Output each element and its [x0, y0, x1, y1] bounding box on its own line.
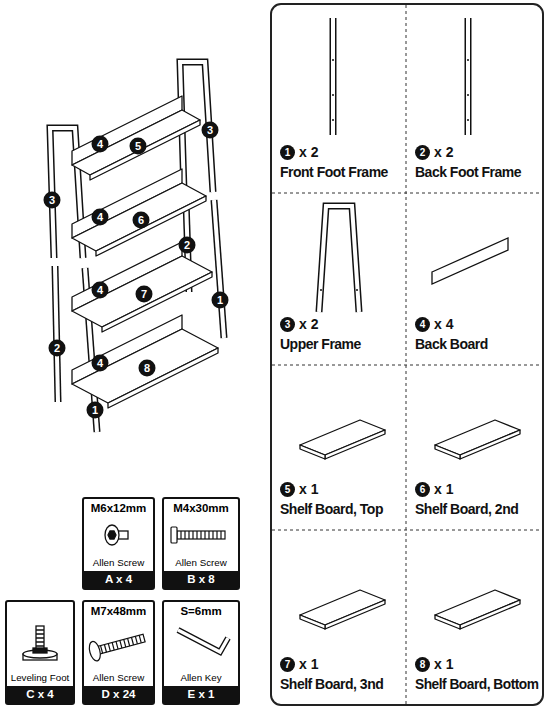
callout-number: 8 — [139, 360, 156, 377]
shelf-board-parts — [300, 420, 520, 629]
part-name: Front Foot Frame — [280, 164, 388, 180]
quantity: x 2 — [299, 316, 318, 332]
frame-fill — [50, 18, 468, 432]
allen-key-fill — [178, 630, 228, 652]
part-cell: 6 x 1 Shelf Board, 2nd — [406, 365, 543, 530]
quantity: x 1 — [434, 481, 453, 497]
quantity: x 4 — [434, 316, 453, 332]
callout-number: 3 — [202, 122, 219, 139]
part-name-row: Back Foot Frame — [415, 163, 540, 181]
callout-number: 2 — [179, 237, 196, 254]
part-name: Shelf Board, 2nd — [415, 501, 518, 517]
part-name-row: Shelf Board, Top — [280, 500, 403, 518]
part-name: Shelf Board, Bottom — [415, 677, 538, 692]
part-name: Upper Frame — [280, 336, 361, 352]
part-cell: 1 x 2 Front Foot Frame — [271, 4, 406, 193]
callout-number: 7 — [136, 286, 153, 303]
part-number: 4 — [415, 317, 430, 332]
quantity-line: 6 x 1 — [415, 481, 540, 497]
part-cell: 2 x 2 Back Foot Frame — [406, 4, 543, 193]
part-number: 5 — [280, 482, 295, 497]
shelf-drawing — [72, 96, 218, 408]
part-name-row: Shelf Board, Bottom — [415, 675, 540, 693]
part-name-row: Shelf Board, 3nd — [280, 675, 403, 693]
quantity-line: 4 x 4 — [415, 316, 540, 332]
part-name: Back Board — [415, 336, 488, 352]
icon-space — [84, 514, 153, 557]
quantity-line: 7 x 1 — [280, 656, 403, 672]
hardware-name: Leveling Foot — [7, 672, 73, 683]
part-name-row: Front Foot Frame — [280, 163, 403, 181]
hardware-size: M4x30mm — [164, 499, 238, 514]
hardware-box: Leveling Foot C x 4 — [5, 600, 75, 705]
callout-number: 1 — [87, 402, 104, 419]
callout-number: 6 — [133, 212, 150, 229]
icon-space — [7, 602, 73, 672]
part-cell: 7 x 1 Shelf Board, 3nd — [271, 530, 406, 705]
quantity: x 1 — [434, 656, 453, 672]
back-board-part — [432, 238, 508, 284]
leveling-foot-icon — [23, 626, 57, 660]
part-number: 1 — [280, 145, 295, 160]
part-name-row: Shelf Board, 2nd — [415, 500, 540, 518]
panel-dividers — [272, 5, 542, 704]
part-name-row: Upper Frame — [280, 335, 403, 353]
quantity: x 1 — [299, 481, 318, 497]
hardware-box: S=6mmAllen Key E x 1 — [162, 600, 240, 705]
hardware-box: M6x12mmAllen Screw A x 4 — [82, 497, 155, 590]
callout-number: 3 — [44, 192, 61, 209]
allen-key-icon — [178, 630, 228, 652]
quantity-line: 1 x 2 — [280, 144, 403, 160]
part-name: Shelf Board, Top — [280, 501, 383, 517]
parts-panel — [271, 4, 543, 705]
callout-number: 4 — [92, 355, 109, 372]
callout-number: 4 — [92, 136, 109, 153]
icon-space — [164, 617, 238, 672]
screw-a-icon — [105, 525, 128, 545]
icon-space — [164, 514, 238, 557]
callout-number: 2 — [49, 340, 66, 357]
hardware-size: M7x48mm — [84, 602, 153, 617]
hardware-quantity: D x 24 — [84, 686, 153, 703]
part-cell: 8 x 1 Shelf Board, Bottom — [406, 530, 543, 705]
screw-b-icon — [171, 527, 225, 543]
hardware-box: M4x30mmAllen Screw B x 8 — [162, 497, 240, 590]
part-cell: 3 x 2 Upper Frame — [271, 193, 406, 365]
part-number: 7 — [280, 657, 295, 672]
hardware-quantity: E x 1 — [164, 686, 238, 703]
hardware-quantity: A x 4 — [84, 571, 153, 588]
callout-number: 4 — [92, 209, 109, 226]
quantity-line: 8 x 1 — [415, 656, 540, 672]
hardware-size: M6x12mm — [84, 499, 153, 514]
icon-space — [84, 617, 153, 672]
part-name-row: Back Board — [415, 335, 540, 353]
part-number: 3 — [280, 317, 295, 332]
hardware-box: M7x48mmAllen Screw D x 24 — [82, 600, 155, 705]
hardware-name: Allen Screw — [84, 672, 153, 683]
quantity-line: 5 x 1 — [280, 481, 403, 497]
quantity-line: 2 x 2 — [415, 144, 540, 160]
quantity: x 2 — [434, 144, 453, 160]
hardware-name: Allen Screw — [84, 557, 153, 568]
part-name: Back Foot Frame — [415, 164, 521, 180]
frame-outline — [50, 18, 468, 432]
screw-d-icon — [87, 628, 146, 662]
quantity: x 2 — [299, 144, 318, 160]
part-name: Shelf Board, 3nd — [280, 676, 383, 692]
hardware-quantity: C x 4 — [7, 686, 73, 703]
callout-number: 1 — [212, 292, 229, 309]
part-cell: 4 x 4 Back Board — [406, 193, 543, 365]
quantity-line: 3 x 2 — [280, 316, 403, 332]
callout-number: 5 — [130, 138, 147, 155]
part-number: 8 — [415, 657, 430, 672]
part-cell: 5 x 1 Shelf Board, Top — [271, 365, 406, 530]
hardware-name: Allen Screw — [164, 557, 238, 568]
hardware-name: Allen Key — [164, 672, 238, 683]
hardware-size: S=6mm — [164, 602, 238, 617]
callout-number: 4 — [92, 282, 109, 299]
quantity: x 1 — [299, 656, 318, 672]
part-number: 6 — [415, 482, 430, 497]
part-number: 2 — [415, 145, 430, 160]
hardware-quantity: B x 8 — [164, 571, 238, 588]
